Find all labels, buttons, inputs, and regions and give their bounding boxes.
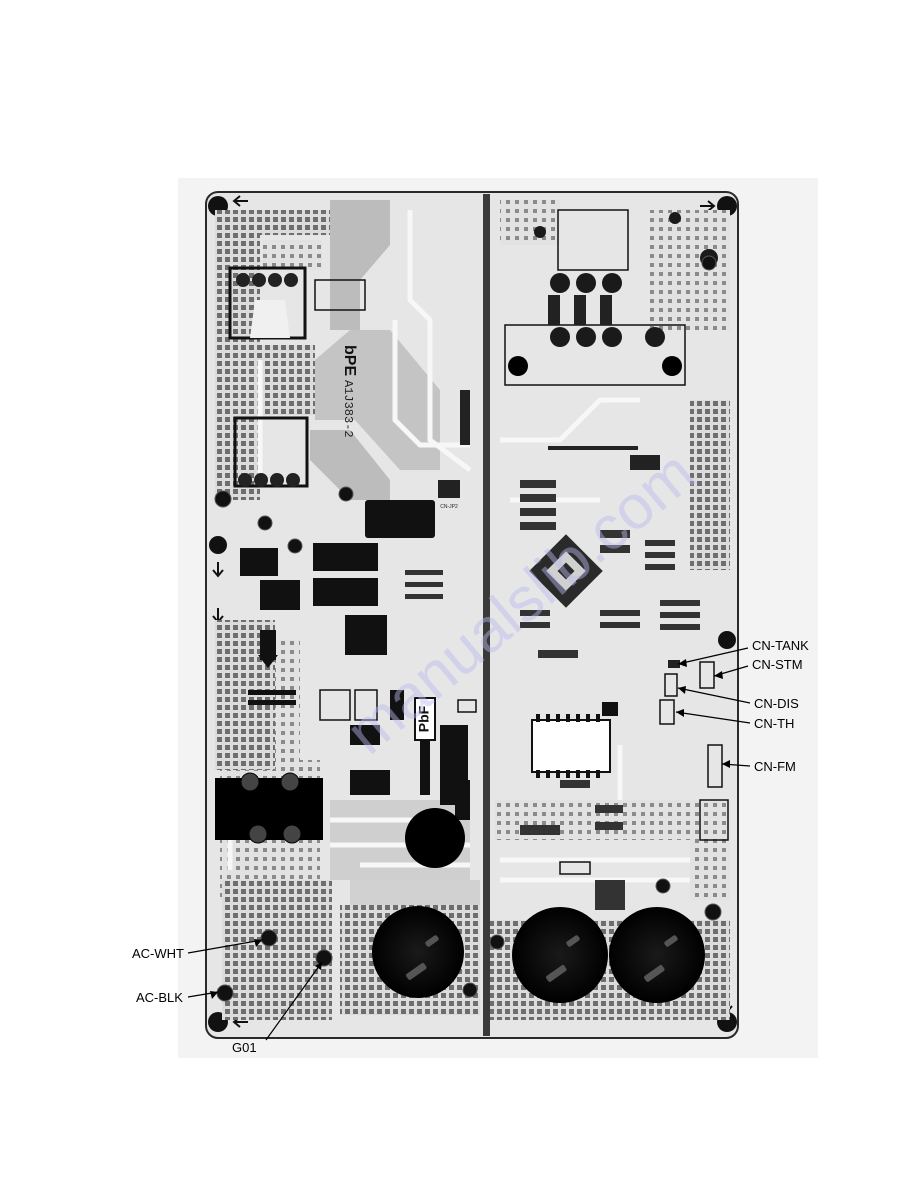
cn-dis-connector [664, 673, 678, 697]
svg-text:CN-JP2: CN-JP2 [440, 504, 458, 510]
callout-ac-wht: AC-WHT [132, 946, 184, 961]
callout-cn-tank: CN-TANK [752, 638, 809, 653]
silk-pbf-marker: PbF [414, 697, 436, 741]
components-left [240, 482, 477, 820]
mcu-chip [529, 534, 603, 608]
electrolytic-capacitors [372, 906, 705, 1003]
terminal-posts [214, 255, 722, 1002]
svg-text:PbF: PbF [416, 705, 432, 732]
silk-bpe: bPE [341, 345, 358, 376]
heatsink-block [215, 772, 323, 844]
callout-ac-blk: AC-BLK [136, 990, 183, 1005]
driver-ic [531, 714, 611, 778]
callout-cn-dis: CN-DIS [754, 696, 799, 711]
silk-part-number: A1J383-2 [341, 380, 355, 438]
callout-cn-stm: CN-STM [752, 657, 803, 672]
ic-rows [405, 480, 729, 910]
relay-block-lower [233, 416, 309, 488]
callout-arrowheads [210, 659, 730, 999]
cn-fm-connector [707, 744, 723, 788]
cn-tank-connector [668, 660, 680, 668]
callout-cn-fm: CN-FM [754, 759, 796, 774]
callout-g01: G01 [232, 1040, 257, 1055]
connector-cn-jp2: CN-JP2 [438, 480, 460, 510]
buzzer [405, 808, 465, 868]
cn-stm-connector [699, 661, 715, 689]
callout-cn-th: CN-TH [754, 716, 795, 731]
relay-block-upper [228, 266, 366, 340]
center-divider [483, 194, 490, 1036]
silkscreen-part-number: bPE A1J383-2 [341, 345, 358, 438]
cn-th-connector [659, 699, 675, 725]
board-connectors [602, 660, 723, 788]
ground-pad-areas [215, 200, 730, 1020]
